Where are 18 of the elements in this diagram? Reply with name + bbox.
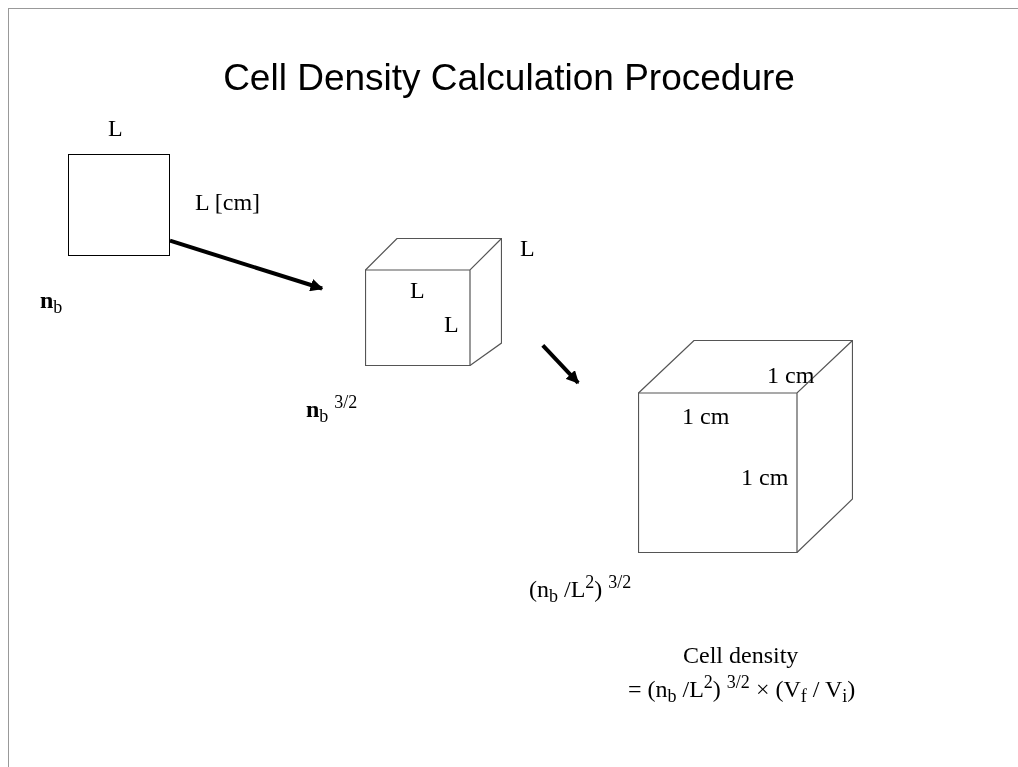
- dimension-label: 1 cm: [741, 463, 789, 491]
- arrow: [541, 344, 580, 385]
- formula: = (n$_{b}$ /L$^{2}$) $^{3/2}$ × (V$_{f}$ / V$_{i}$): [628, 675, 856, 703]
- dimension-label: L: [444, 310, 459, 338]
- arrow: [169, 238, 324, 292]
- dimension-label: L: [520, 234, 535, 262]
- dimension-label: L: [410, 276, 425, 304]
- dimension-label: 1 cm: [767, 361, 815, 389]
- square-drawing: [68, 154, 170, 256]
- cube-drawing: [638, 340, 853, 553]
- node-caption: n$_{b}$: [40, 286, 63, 314]
- cube-drawing: [365, 238, 502, 366]
- title: Cell Density Calculation Procedure: [222, 56, 796, 100]
- dimension-label: L [cm]: [195, 188, 261, 216]
- dimension-label: 1 cm: [682, 402, 730, 430]
- formula-heading: Cell density: [683, 641, 799, 669]
- dimension-label: L: [108, 114, 123, 142]
- node-caption: (n$_{b}$ /L$^{2}$) $^{3/2}$: [529, 575, 632, 603]
